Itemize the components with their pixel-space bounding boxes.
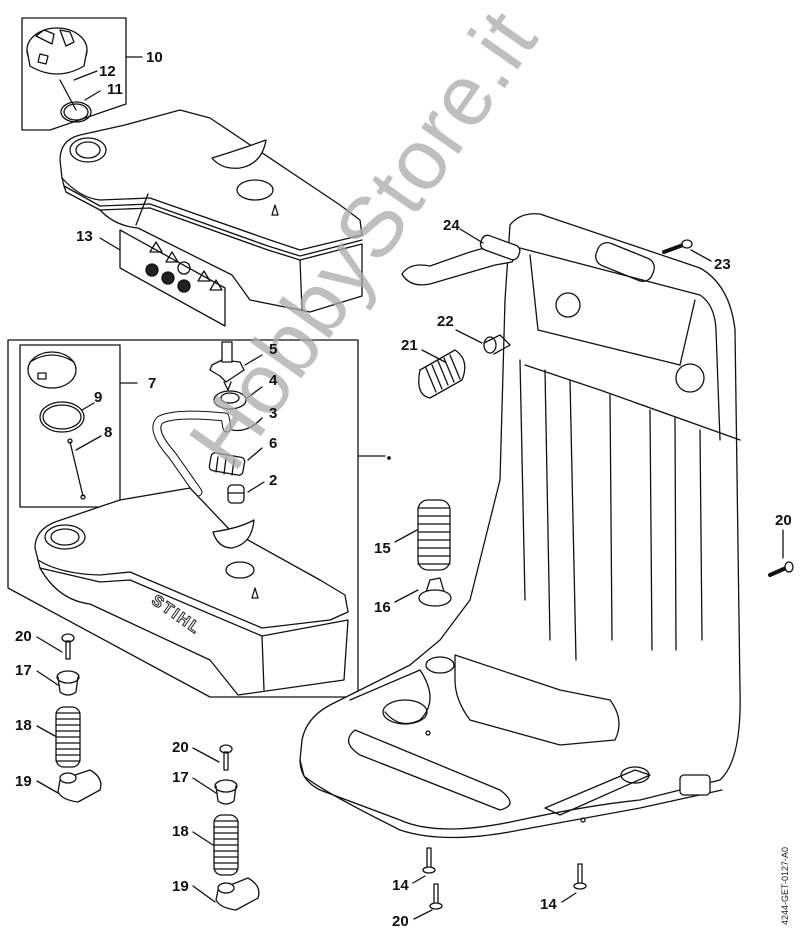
screw-20-left-icon	[61, 633, 75, 660]
leader-12	[73, 70, 98, 81]
callout-19-left: 19	[15, 773, 32, 790]
leader-14-left	[412, 875, 426, 884]
leader-23	[690, 249, 712, 262]
callout-8: 8	[104, 424, 113, 441]
spring-21-icon	[418, 349, 466, 399]
filler-cap-upper-icon	[26, 27, 88, 111]
mount-19-left-icon	[57, 769, 102, 803]
leader-8	[75, 435, 102, 451]
callout-6: 6	[269, 435, 278, 452]
leader-3	[231, 417, 263, 432]
leader-9	[81, 402, 95, 411]
callout-18-center: 18	[172, 823, 189, 840]
callout-12: 12	[99, 63, 116, 80]
screw-20-base-icon	[429, 883, 443, 910]
bushing-17-center-icon	[214, 779, 238, 805]
callout-17-left: 17	[15, 662, 32, 679]
mount-19-center-icon	[215, 877, 260, 911]
callout-24: 24	[443, 217, 460, 234]
leader-4	[246, 386, 263, 399]
callout-20-left: 20	[15, 628, 32, 645]
callout-17-center: 17	[172, 769, 189, 786]
callout-7: 7	[148, 375, 157, 392]
leader-11	[84, 90, 101, 101]
leader-15	[394, 529, 418, 543]
screw-14-left-icon	[422, 847, 436, 874]
callout-19-center: 19	[172, 878, 189, 895]
leader-tank-label	[135, 193, 149, 226]
screw-20-right-icon	[768, 561, 794, 577]
bushing-17-left-icon	[56, 670, 80, 696]
callout-3: 3	[269, 405, 278, 422]
callout-9: 9	[94, 389, 103, 406]
screw-20-center-icon	[219, 744, 233, 771]
leader-2	[247, 481, 265, 493]
leader-17-center	[192, 777, 217, 794]
upper-fuel-tank-icon	[59, 109, 363, 313]
callout-13: 13	[76, 228, 93, 245]
leader-20-base	[413, 909, 433, 920]
callout-20-right: 20	[775, 512, 792, 529]
callout-23: 23	[714, 256, 731, 273]
valve-5-icon	[209, 341, 245, 391]
callout-18-left: 18	[15, 717, 32, 734]
callout-10: 10	[146, 49, 163, 66]
lower-fuel-tank-icon	[34, 487, 349, 696]
o-ring-9-icon	[39, 401, 85, 433]
leader-13	[99, 237, 121, 251]
o-ring-11-icon	[60, 101, 92, 123]
leader-19-left	[36, 780, 59, 794]
leader-14-right	[561, 892, 577, 903]
carrying-frame-icon	[299, 213, 741, 839]
callout-5: 5	[269, 341, 278, 358]
grommet-4-icon	[213, 390, 247, 410]
leader-5	[244, 354, 263, 366]
leader-24	[459, 228, 484, 244]
leader-19-center	[192, 885, 216, 903]
leader-20-left	[36, 636, 63, 653]
callout-20-center: 20	[172, 739, 189, 756]
leader-20-center	[192, 747, 220, 763]
callout-14-left: 14	[392, 877, 409, 894]
buffer-22-icon	[483, 334, 511, 355]
leader-17-left	[36, 670, 59, 686]
spring-18-center-icon	[213, 814, 239, 876]
buffer-16-icon	[418, 577, 452, 607]
callout-15: 15	[374, 540, 391, 557]
plug-2-icon	[227, 484, 245, 504]
screw-14-right-icon	[573, 863, 587, 890]
filter-6-icon	[208, 452, 246, 476]
leader-18-left	[36, 725, 56, 737]
spring-15-icon	[417, 499, 451, 571]
leader-21	[421, 349, 446, 363]
warning-label-13-icon	[119, 229, 226, 327]
leader-16	[394, 589, 419, 603]
leader-6	[247, 447, 263, 461]
screw-23-icon	[662, 239, 693, 254]
callout-4: 4	[269, 372, 278, 389]
callout-20-base: 20	[392, 913, 409, 930]
callout-22: 22	[437, 313, 454, 330]
callout-2: 2	[269, 472, 278, 489]
callout-21: 21	[401, 337, 418, 354]
leader-22	[455, 329, 483, 344]
callout-11: 11	[107, 81, 123, 98]
document-id: 4244-GET-0127-A0	[780, 846, 790, 925]
cap-assembly-box-lower	[19, 344, 138, 508]
cap-assembly-box-upper	[21, 17, 143, 131]
spring-18-left-icon	[55, 706, 81, 768]
hose-3-icon	[152, 410, 232, 497]
retaining-cord-8-icon	[67, 438, 86, 500]
tank-kit-group-box	[7, 339, 391, 698]
callout-16: 16	[374, 599, 391, 616]
strap-24-icon	[401, 234, 521, 286]
callout-14-right: 14	[540, 896, 557, 913]
leader-18-center	[192, 831, 214, 846]
